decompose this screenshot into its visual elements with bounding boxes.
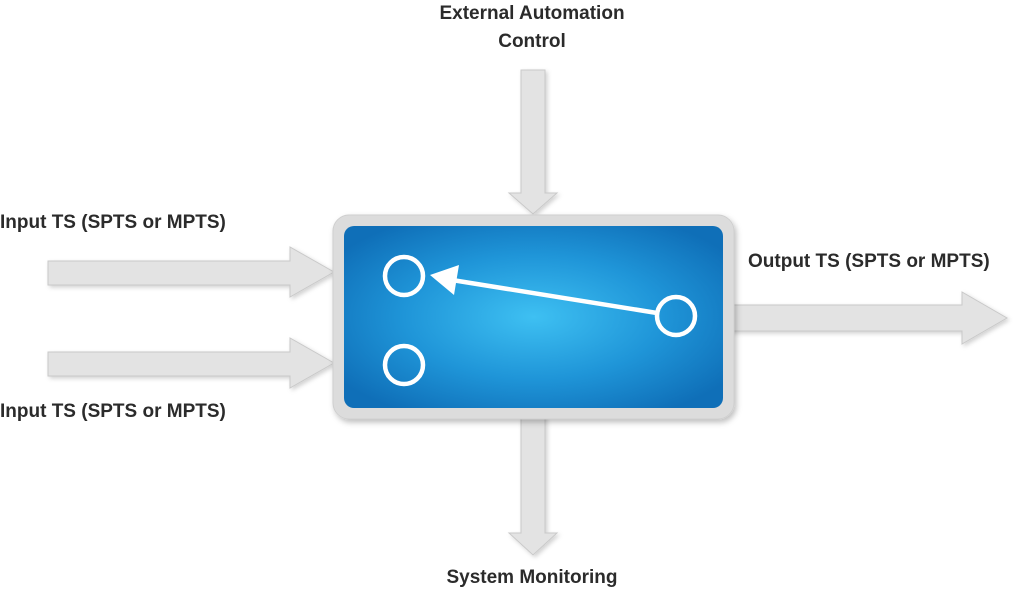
control-arrow (507, 69, 559, 215)
monitoring-label: System Monitoring (446, 567, 618, 588)
monitoring-arrow (507, 411, 559, 556)
switch-lever-arrowhead (430, 265, 459, 295)
output-label: Output TS (SPTS or MPTS) (748, 251, 990, 272)
output-contact (654, 294, 698, 338)
input-contact-1 (382, 254, 426, 298)
control-label-line-2: Control (498, 31, 566, 52)
switch-box (344, 226, 723, 408)
input-arrow-2 (47, 337, 336, 389)
input-contact-2 (382, 343, 426, 387)
input-label-1: Input TS (SPTS or MPTS) (0, 212, 226, 233)
control-label: External Automation Control (412, 0, 652, 56)
input-arrow-1 (47, 246, 336, 298)
input-label-2: Input TS (SPTS or MPTS) (0, 401, 226, 422)
control-label-line-1: External Automation (439, 3, 625, 24)
output-arrow (723, 291, 1008, 345)
switch-lever (449, 277, 660, 316)
